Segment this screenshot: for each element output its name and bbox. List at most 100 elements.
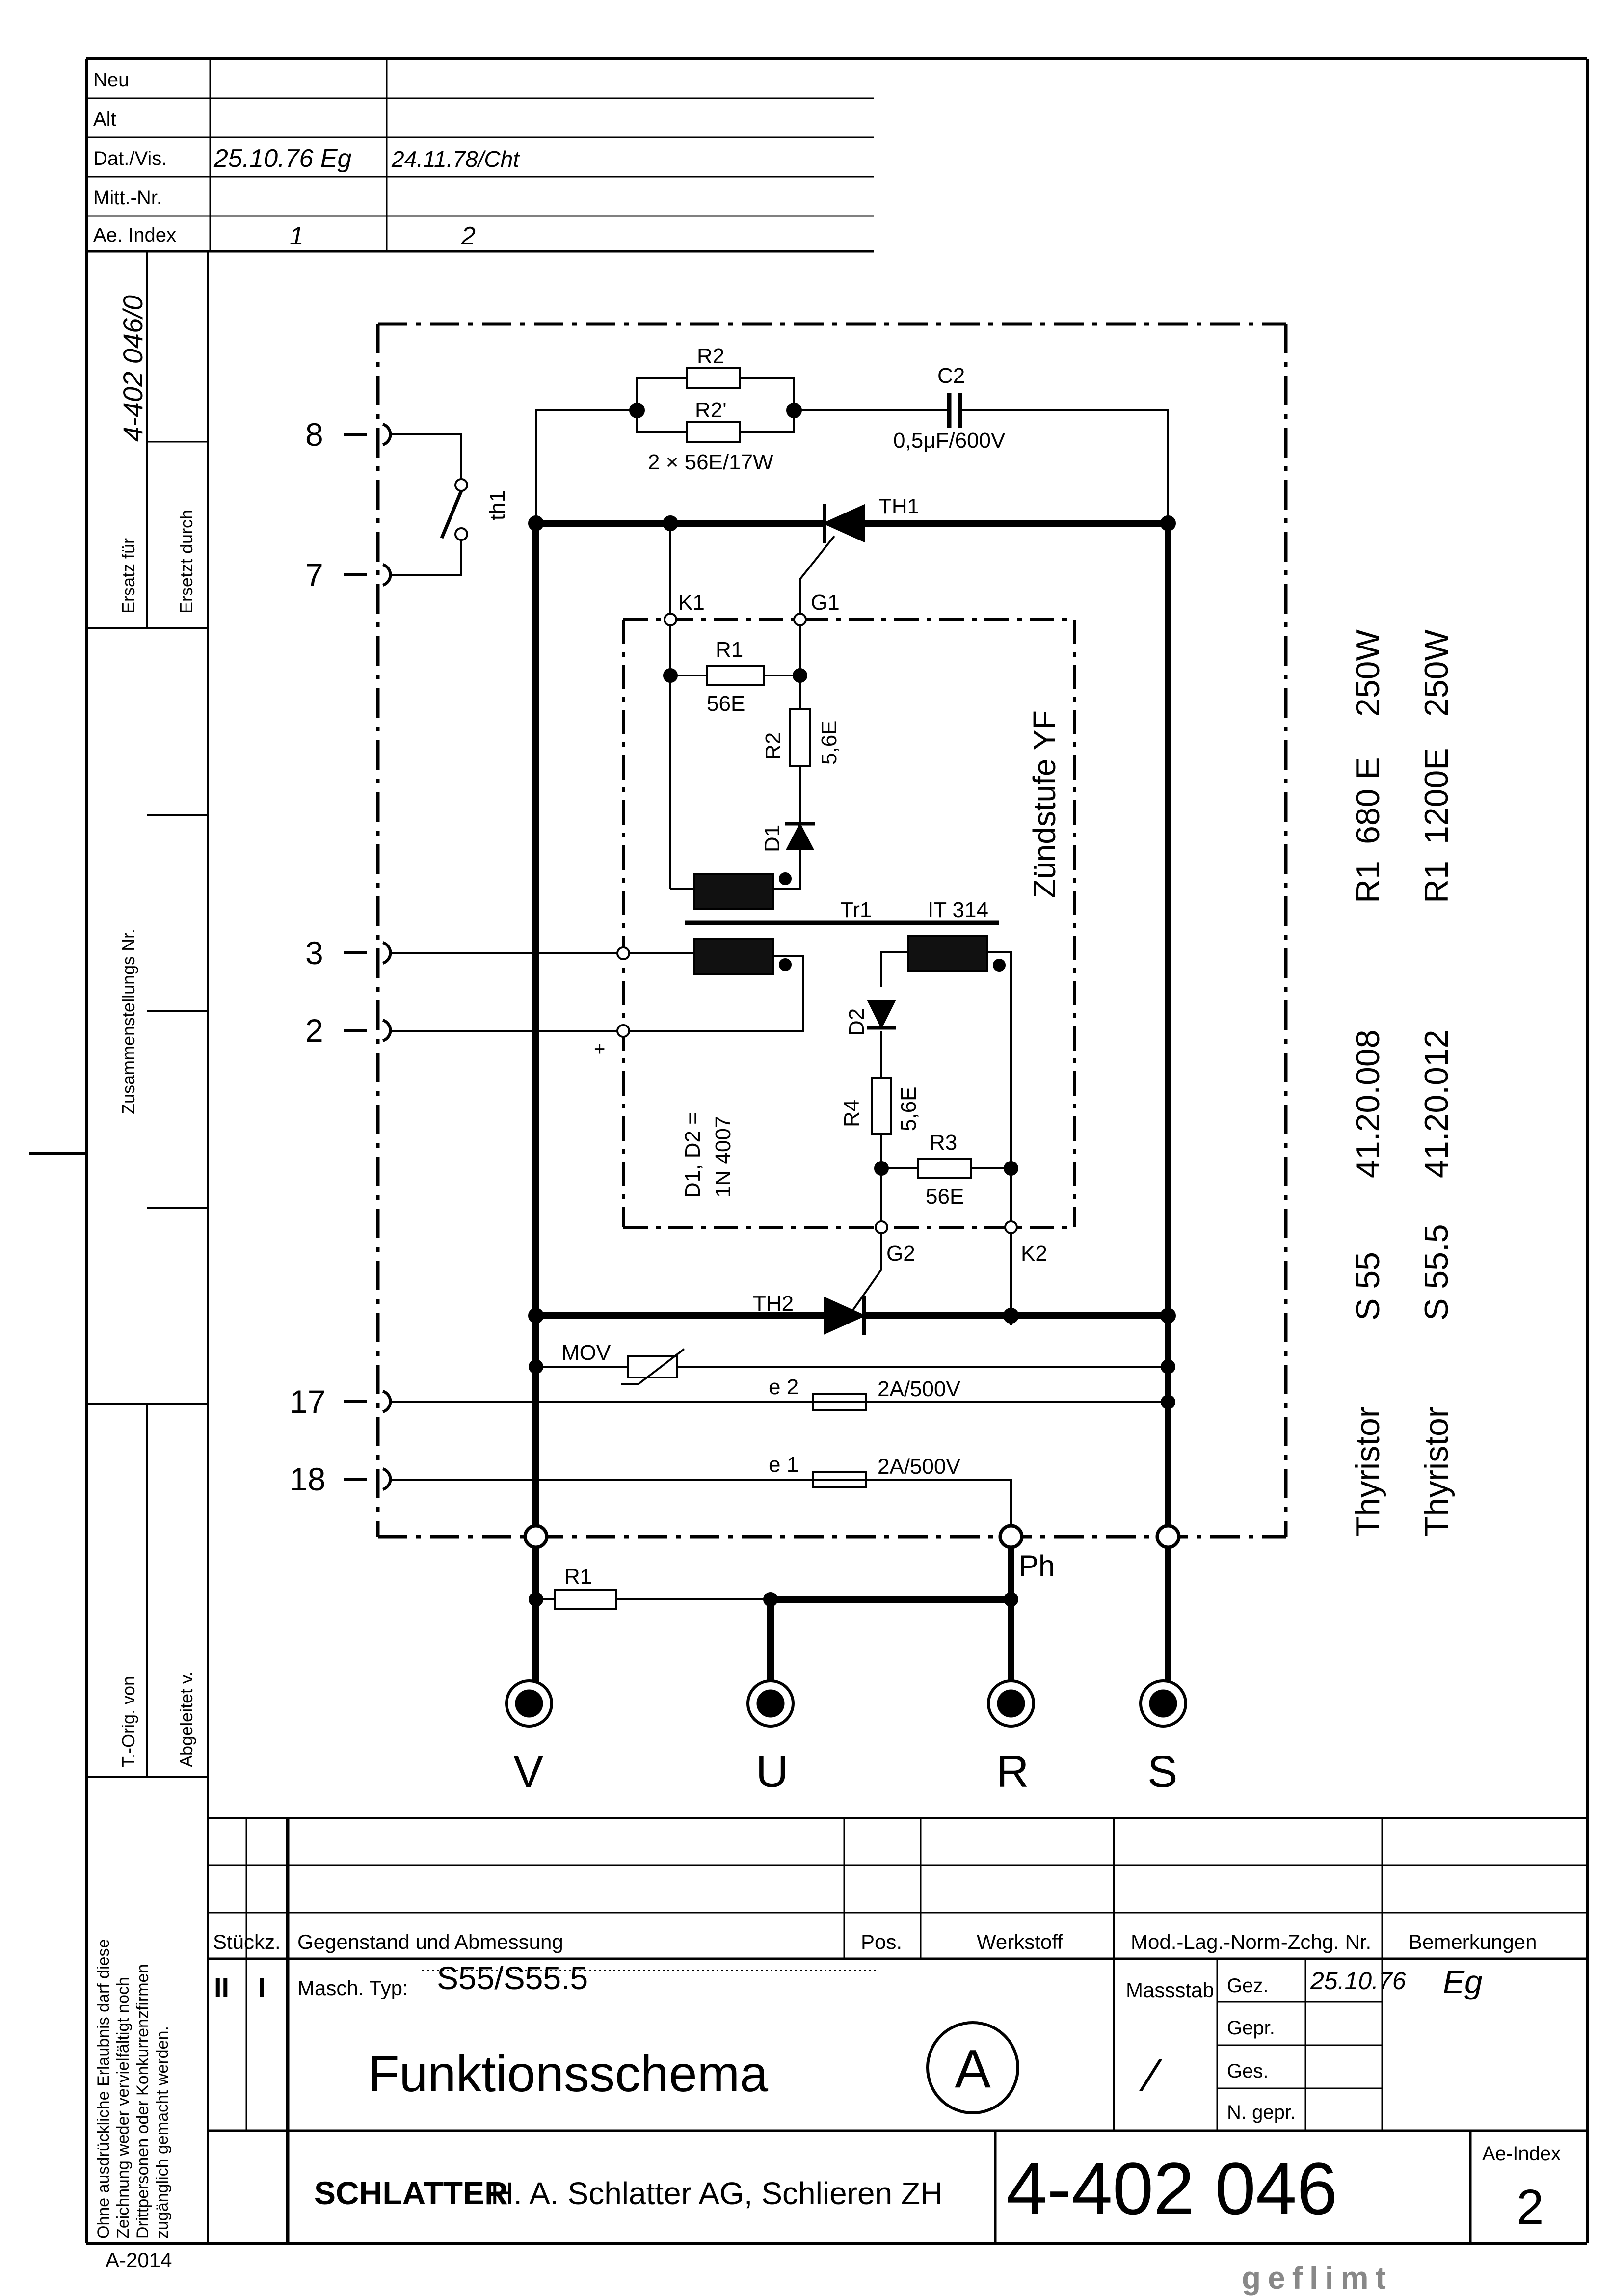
terminal-s-symbol — [1139, 1679, 1187, 1728]
label-r4: R4 — [840, 1100, 864, 1127]
diode-d2 — [867, 1000, 896, 1030]
label-d2: D2 — [845, 1008, 869, 1036]
terminal-8: 8 — [305, 416, 323, 453]
header-gegenstand: Gegenstand und Abmessung — [297, 1930, 563, 1953]
label-r2-internal-value: 5,6E — [817, 720, 841, 765]
zusammenstellung-label: Zusammenstellungs Nr. — [118, 929, 138, 1114]
masch-typ-label: Masch. Typ: — [297, 1976, 408, 1999]
rev-date-1: 25.10.76 Eg — [213, 144, 352, 173]
label-r2-internal: R2 — [761, 732, 785, 760]
rev-row-neu: Neu — [93, 69, 129, 91]
qty-2: I — [258, 1972, 266, 2003]
label-c2: C2 — [937, 364, 965, 388]
label-th2: TH2 — [753, 1292, 794, 1316]
rev-index-2: 2 — [461, 222, 476, 250]
label-r3: R3 — [930, 1131, 957, 1155]
transformer-coil-2 — [693, 938, 774, 975]
main-terminal-letters: V U R S — [513, 1747, 1177, 1797]
terminal-v-symbol — [505, 1679, 553, 1728]
svg-text:SCHLATTER: SCHLATTER — [314, 2175, 508, 2211]
terminal-3: 3 — [305, 935, 323, 971]
terminal-s: S — [1147, 1747, 1177, 1797]
form-number: A-2014 — [106, 2248, 172, 2271]
copyright-line-2: Zeichnung weder vervielfältigt noch — [114, 1977, 133, 2239]
components — [440, 367, 1006, 1610]
massstab-label: Massstab — [1126, 1978, 1214, 2001]
drawing-title: Funktionsschema — [368, 2046, 768, 2103]
label-diodes-2: 1N 4007 — [711, 1116, 735, 1198]
label-r3-value: 56E — [926, 1185, 964, 1209]
rev-date-2: 24.11.78/Cht — [391, 146, 520, 172]
resistor-r2-internal — [789, 708, 811, 767]
ersetzt-durch-label: Ersetzt durch — [176, 510, 196, 614]
revision-block — [86, 59, 874, 253]
variant-1-resistor: R1 — [1349, 861, 1386, 903]
label-r2-value: 2 × 56E/17W — [648, 450, 773, 474]
qty-1: II — [214, 1972, 229, 2003]
title-block-grid — [208, 1817, 1587, 2243]
rev-row-index: Ae. Index — [93, 224, 176, 246]
header-bemerkungen: Bemerkungen — [1409, 1930, 1537, 1953]
rev-row-alt: Alt — [93, 108, 116, 130]
label-k1: K1 — [678, 591, 705, 615]
fuse-e1 — [812, 1471, 867, 1488]
terminal-2: 2 — [305, 1012, 323, 1049]
abgeleitet-label: Abgeleitet v. — [176, 1672, 196, 1767]
massstab-value: ⁄ — [1139, 2049, 1163, 2102]
n-gepr-label: N. gepr. — [1227, 2102, 1296, 2123]
masch-typ-value: S55/S55.5 — [437, 1960, 588, 1996]
label-tr1: Tr1 — [840, 898, 872, 922]
terminal-7: 7 — [305, 557, 323, 593]
header-stueckz: Stückz. — [213, 1930, 281, 1953]
label-r2: R2 — [697, 344, 724, 368]
transformer-coil-1 — [693, 873, 774, 910]
drawing-number: 4-402 046 — [1006, 2147, 1338, 2230]
label-th1-switch: th1 — [485, 490, 509, 520]
thyristor-th1 — [822, 504, 865, 543]
variant-1-number: 41.20.008 — [1349, 1029, 1386, 1178]
label-it314: IT 314 — [928, 898, 988, 922]
header-werkstoff: Werkstoff — [977, 1930, 1063, 1953]
junctions — [523, 403, 1181, 1607]
format-letter: A — [955, 2039, 991, 2099]
resistor-r1-internal — [706, 665, 765, 686]
ges-label: Ges. — [1227, 2060, 1268, 2082]
label-r1-external: R1 — [564, 1565, 592, 1589]
header-pos: Pos. — [861, 1930, 902, 1953]
resistor-r4 — [871, 1077, 892, 1135]
ersatz-value: 4-402 046/0 — [117, 295, 148, 442]
thermal-switch-th1 — [440, 478, 468, 541]
variant-2-value: 1200E — [1418, 748, 1455, 844]
label-r1: R1 — [716, 638, 743, 662]
copyright-line-1: Ohne ausdrückliche Erlaubnis darf diese — [94, 1939, 113, 2239]
terminal-17: 17 — [290, 1383, 325, 1420]
label-e2: e 2 — [769, 1375, 798, 1399]
variant-1-value: 680 E — [1349, 757, 1386, 844]
rev-row-mitt: Mitt.-Nr. — [93, 187, 162, 209]
label-g2: G2 — [886, 1242, 915, 1266]
variant-2-thyristor: Thyristor — [1418, 1407, 1455, 1537]
label-diodes-1: D1, D2 = — [681, 1112, 705, 1198]
header-norm: Mod.-Lag.-Norm-Zchg. Nr. — [1131, 1930, 1371, 1953]
drawing-frame — [29, 57, 1589, 2245]
label-r1-value: 56E — [707, 692, 745, 716]
ersatz-fuer-label: Ersatz für — [118, 538, 138, 614]
schlatter-logo: SCHLATTER — [314, 2175, 508, 2211]
ae-index-label: Ae-Index — [1482, 2143, 1561, 2164]
label-e1: e 1 — [769, 1453, 798, 1477]
gez-signature: Eg — [1443, 1964, 1483, 2000]
variant-2-number: 41.20.012 — [1418, 1029, 1455, 1178]
copyright-line-4: zugänglich gemacht werden. — [153, 2026, 172, 2239]
terminal-r: R — [996, 1747, 1029, 1797]
label-g1: G1 — [811, 591, 840, 615]
thyristor-th2 — [824, 1296, 866, 1335]
label-r2-prime: R2' — [695, 398, 727, 422]
variant-2-type: S 55.5 — [1418, 1224, 1455, 1321]
variant-1-power: 250W — [1349, 629, 1386, 717]
label-k2: K2 — [1021, 1242, 1047, 1266]
resistor-r2-prime — [686, 421, 741, 443]
component-labels: R2 R2' 2 × 56E/17W C2 0,5μF/600V TH1 th1… — [485, 344, 1062, 1589]
capacitor-c2 — [932, 393, 977, 428]
format-letter-circle — [926, 2021, 1019, 2114]
